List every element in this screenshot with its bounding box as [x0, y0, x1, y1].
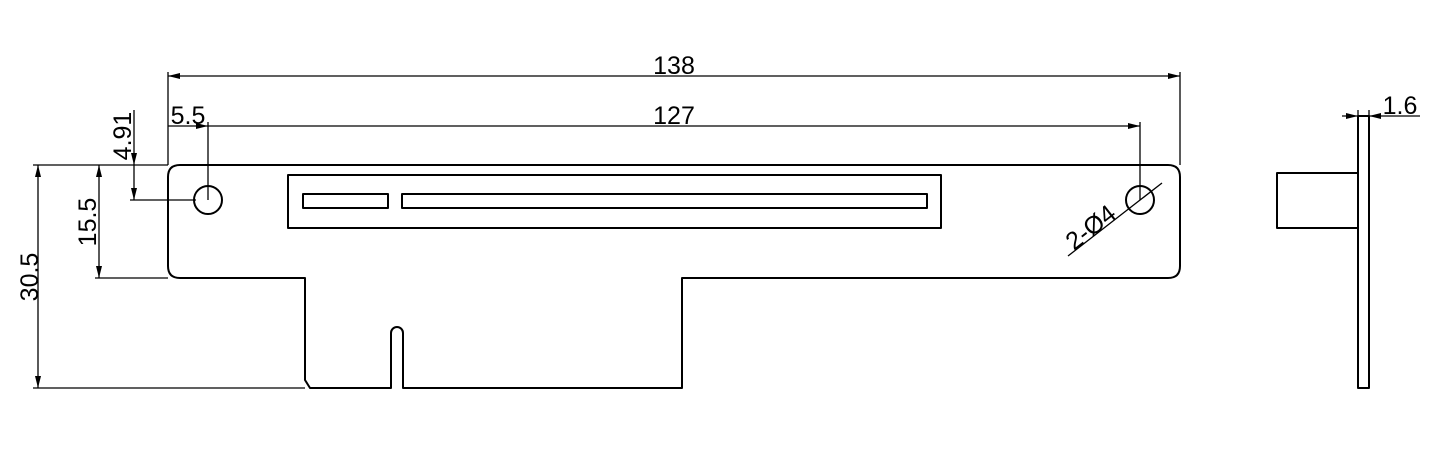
dim-top-section-text: 15.5: [74, 198, 102, 247]
side-view: 1.6: [1276, 92, 1420, 389]
dimension-hole-height: 4.91: [109, 110, 196, 201]
dimension-overall-width: 138: [167, 52, 1181, 165]
dimension-total-height: 30.5: [16, 164, 305, 389]
front-view: [167, 164, 1181, 389]
dim-total-height-text: 30.5: [16, 253, 44, 302]
card-slot-frame: [287, 174, 942, 229]
dim-hole-spacing-text: 127: [653, 102, 695, 130]
slot-key-segment: [302, 193, 389, 209]
side-view-plate: [1357, 115, 1370, 389]
dim-hole-edge-offset-text: 5.5: [171, 102, 206, 130]
dim-hole-height-text: 4.91: [109, 112, 137, 161]
hole-callout-text: 2-Ø4: [1060, 199, 1121, 255]
bracket-outline: [167, 164, 1181, 389]
dimension-hole-spacing: 127 5.5: [168, 102, 1141, 200]
side-view-connector: [1276, 172, 1359, 229]
slot-main-segment: [401, 193, 928, 209]
dim-thickness-text: 1.6: [1383, 92, 1418, 120]
dimension-top-section: 15.5: [74, 165, 168, 279]
dim-overall-width-text: 138: [653, 52, 695, 80]
hole-callout: 2-Ø4: [1060, 182, 1163, 257]
